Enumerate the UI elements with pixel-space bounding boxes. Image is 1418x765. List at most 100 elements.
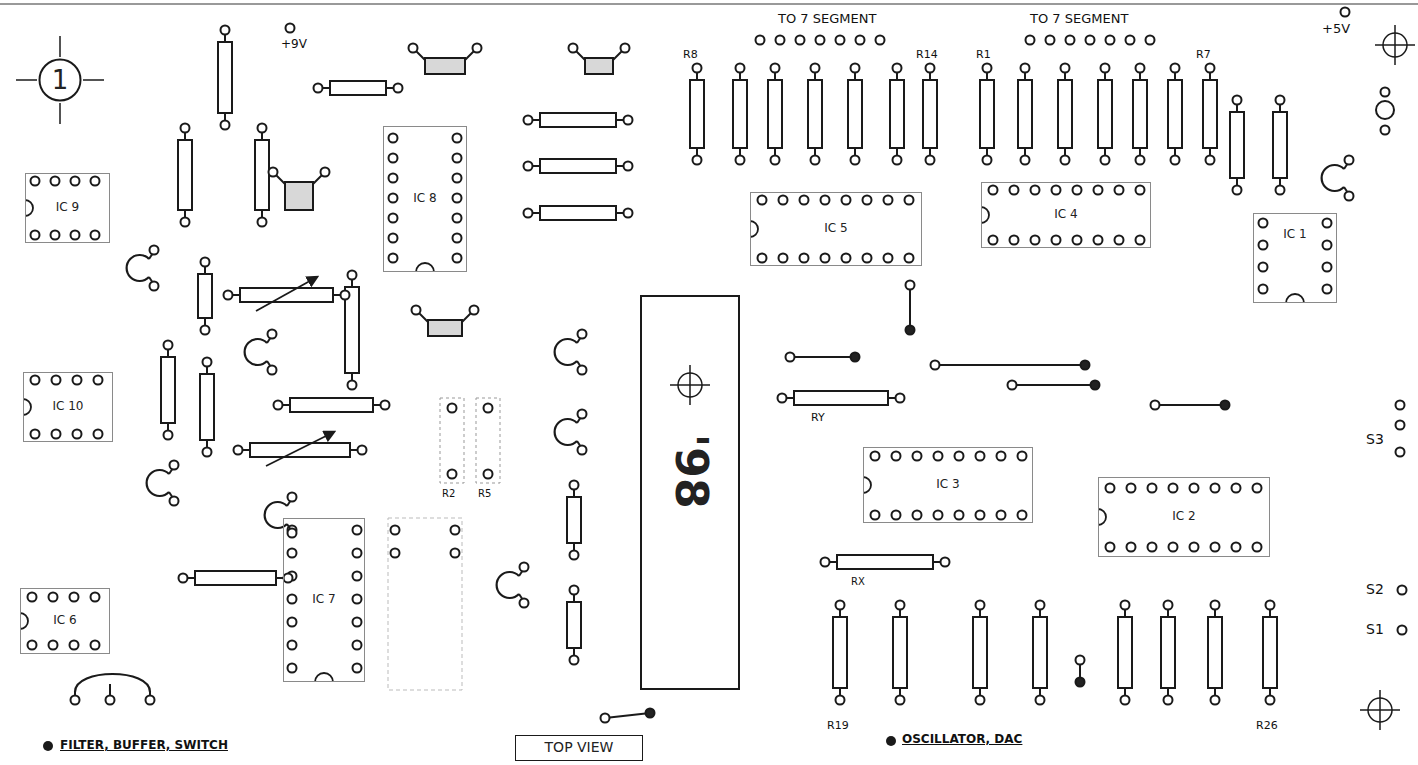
solder-pad (1094, 236, 1103, 245)
testpoint-outline (440, 398, 464, 483)
wire-link (909, 285, 911, 330)
solder-pad (288, 549, 297, 558)
solder-pad (1171, 64, 1180, 73)
connector-label: TO 7 SEGMENT (778, 12, 876, 26)
solder-pad (1018, 452, 1027, 461)
resistor-symbol (837, 555, 933, 569)
resistor-symbol (218, 42, 232, 113)
node-text: 1 (52, 66, 69, 95)
solder-pad (976, 696, 985, 705)
solder-pad (913, 452, 922, 461)
solder-pad (1066, 36, 1075, 45)
solder-pad (1115, 236, 1124, 245)
solder-pad (1021, 64, 1030, 73)
ic-outline: IC 8 (383, 126, 467, 272)
solder-pad (341, 291, 350, 300)
solder-pad (353, 595, 362, 604)
wire-link (1155, 404, 1225, 406)
solder-pad (451, 526, 460, 535)
solder-pad (389, 234, 398, 243)
ic-label: IC 6 (53, 614, 76, 627)
solder-pad (201, 258, 210, 267)
solder-pad (453, 254, 462, 263)
solder-pad (863, 196, 872, 205)
solder-pad (1101, 64, 1110, 73)
solder-pad (1190, 484, 1199, 493)
resistor-symbol (540, 206, 616, 220)
solder-pad (842, 196, 851, 205)
solder-pad (258, 124, 267, 133)
solder-pad (646, 709, 655, 718)
solder-pad (1127, 484, 1136, 493)
resistor-symbol (1018, 80, 1032, 148)
solder-pad (31, 177, 40, 186)
solder-pad (896, 394, 905, 403)
resistor-symbol (973, 617, 987, 688)
solder-pad (1211, 484, 1220, 493)
solder-pad (1121, 601, 1130, 610)
solder-pad (453, 174, 462, 183)
solder-pad (71, 231, 80, 240)
solder-pad (1018, 511, 1027, 520)
solder-pad (1345, 156, 1354, 165)
solder-pad (1233, 186, 1242, 195)
solder-pad (49, 641, 58, 650)
solder-pad (524, 116, 533, 125)
solder-pad (893, 64, 902, 73)
callout-number: 1 (38, 58, 82, 102)
solder-pad (779, 196, 788, 205)
solder-pad (358, 446, 367, 455)
registration-mark (1379, 690, 1381, 730)
solder-pad (70, 641, 79, 650)
ic-outline: IC 7 (283, 518, 365, 682)
solder-pad (224, 291, 233, 300)
solder-pad (1259, 219, 1268, 228)
solder-pad (71, 696, 80, 705)
resistor-symbol (1033, 617, 1047, 688)
solder-pad (771, 156, 780, 165)
solder-pad (1106, 484, 1115, 493)
ic-label: IC 3 (936, 478, 959, 491)
solder-pad (934, 511, 943, 520)
solder-pad (179, 574, 188, 583)
solder-pad (73, 376, 82, 385)
resistor-symbol (1161, 617, 1175, 688)
solder-pad (1221, 401, 1230, 410)
part-name: RX (851, 576, 865, 587)
ic-notch (23, 399, 31, 415)
solder-pad (1323, 285, 1332, 294)
solder-pad (876, 36, 885, 45)
solder-pad (1151, 401, 1160, 410)
ic-outline: IC 1 (1253, 213, 1337, 303)
solder-pad (353, 664, 362, 673)
solder-pad (1398, 586, 1407, 595)
solder-pad (484, 404, 493, 413)
solder-pad (931, 361, 940, 370)
solder-pad (524, 209, 533, 218)
solder-pad (70, 593, 79, 602)
solder-pad (1206, 64, 1215, 73)
circle-outline (40, 60, 81, 101)
solder-pad (1036, 601, 1045, 610)
wire-link (605, 713, 650, 718)
solder-pad (1266, 601, 1275, 610)
solder-pad (389, 174, 398, 183)
solder-pad (286, 24, 295, 33)
ic-notch (315, 673, 333, 682)
solder-pad (926, 64, 935, 73)
solder-pad (941, 558, 950, 567)
solder-pad (288, 493, 297, 502)
solder-pad (771, 64, 780, 73)
solder-pad (856, 36, 865, 45)
view-label-box: TOP VIEW (515, 735, 643, 761)
solder-pad (268, 330, 277, 339)
resistor-symbol (540, 113, 616, 127)
solder-pad (91, 593, 100, 602)
board-edge (0, 3, 1418, 5)
solder-pad (786, 353, 795, 362)
node-text: '98 (666, 434, 714, 509)
solder-pad (51, 177, 60, 186)
solder-pad (842, 254, 851, 263)
solder-pad (1232, 543, 1241, 552)
